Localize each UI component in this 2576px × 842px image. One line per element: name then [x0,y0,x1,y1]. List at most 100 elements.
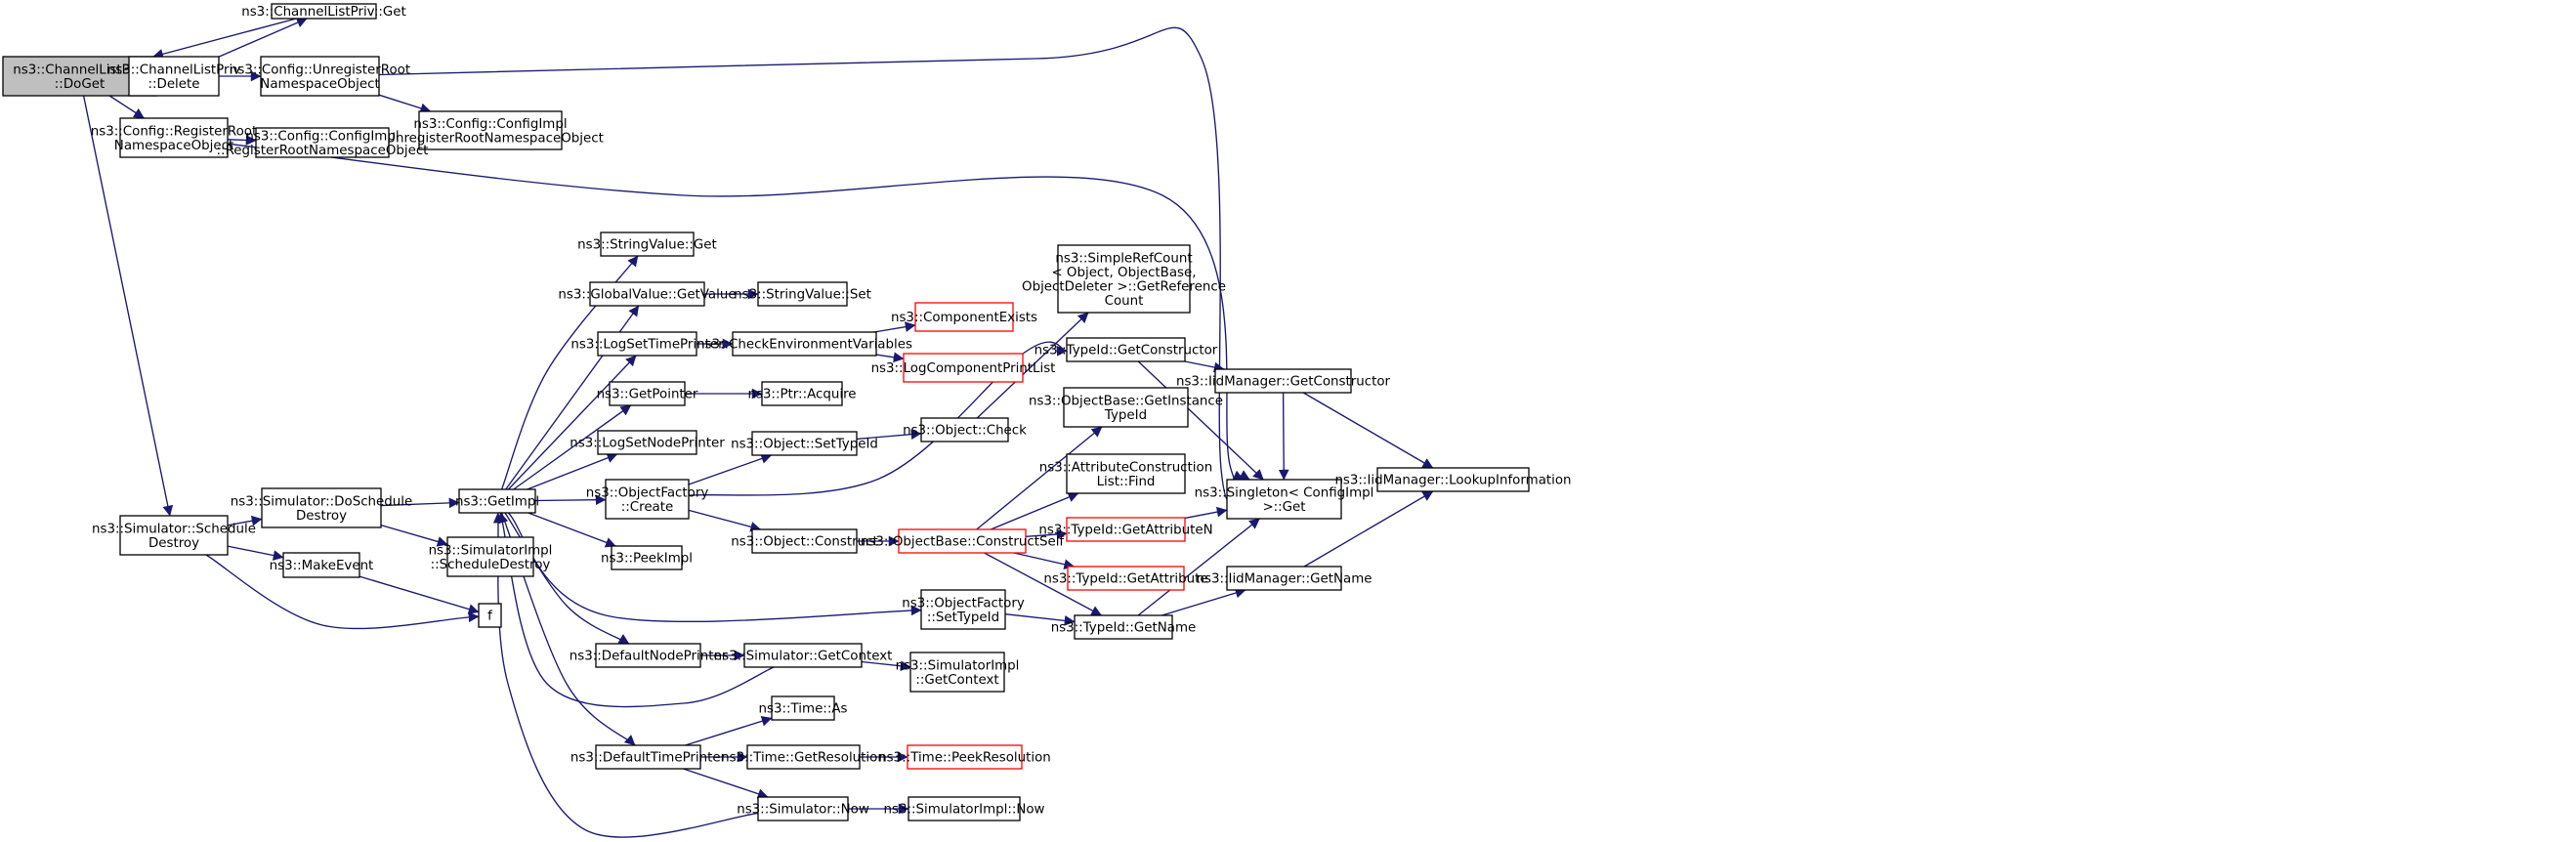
node-label-line: f [487,610,492,624]
edge-getimpl-to-of_create [534,494,607,506]
node-getimpl[interactable]: ns3::GetImpl [455,488,539,514]
edge-default_time-to-time_as [685,716,773,746]
node-label-line: ns3::GetImpl [455,495,539,510]
node-label-line: ns3::Simulator::Schedule [92,522,256,536]
node-iidm-lookup[interactable]: ns3::IidManager::LookupInformation [1334,467,1572,492]
node-box [605,479,690,520]
node-typeid-getattrn[interactable]: ns3::TypeId::GetAttributeN [1038,517,1213,542]
node-simimpl-getcontext[interactable]: ns3::SimulatorImpl::GetContext [896,652,1020,693]
node-simimpl-sched-destroy[interactable]: ns3::SimulatorImpl::ScheduleDestroy [429,536,553,577]
node-label-line: ns3::LogSetTimePrinter [570,338,724,353]
node-of-settypeid[interactable]: ns3::ObjectFactory::SetTypeId [902,589,1025,630]
node-box [271,3,377,20]
edge-typeid_getname-to-singleton_get [1137,518,1260,616]
edge-of_create-to-typeid_getctor [688,341,1068,496]
edge-sched_destroy-to-do_sched_destroy [227,515,263,526]
edge-typeid_getctor-to-singleton_get [1137,360,1264,481]
node-label-line: < Object, ObjectBase, [1051,266,1196,280]
node-typeid-getattr[interactable]: ns3::TypeId::GetAttribute [1043,566,1208,591]
node-box [1067,566,1185,591]
node-sched-destroy[interactable]: ns3::Simulator::ScheduleDestroy [92,515,256,556]
edge-check_env-to-comp_exists [873,321,916,333]
edge-clp_delete-to-clp_get [218,18,308,58]
node-obj-settypeid[interactable]: ns3::Object::SetTypeId [731,431,878,456]
node-label-line: Destroy [148,536,199,551]
node-iidm-getctor[interactable]: ns3::IidManager::GetConstructor [1176,368,1391,394]
node-label-line: ObjectDeleter >::GetReference [1022,279,1226,294]
node-cfg-reg[interactable]: ns3::Config::RegisterRootNamespaceObject [91,117,257,158]
node-ob-constructself[interactable]: ns3::ObjectBase::ConstructSelf [861,528,1065,554]
node-box [761,381,843,406]
edge-ob_constructself-to-attr_find [990,491,1079,530]
node-label-line: ns3::TypeId::GetAttributeN [1038,524,1212,538]
node-logcomp-print[interactable]: ns3::LogComponentPrintList [871,353,1056,383]
node-label-line: ns3::Object::Construct [731,535,878,550]
edge-default_time-to-sim_now [683,768,769,799]
node-label-line: ::SetTypeId [927,610,999,625]
node-logset-node[interactable]: ns3::LogSetNodePrinter [570,430,725,455]
node-label-line: ns3::ObjectFactory [586,485,709,500]
node-cfgimpl-unreg[interactable]: ns3::Config::ConfigImpl::UnregisterRootN… [377,110,604,150]
node-box [418,110,563,150]
node-clp-delete[interactable]: ns3::ChannelListPriv::Delete [107,56,240,97]
node-logset-time[interactable]: ns3::LogSetTimePrinter [570,331,724,357]
node-label-line: ns3::SimulatorImpl [429,543,553,558]
node-box [908,796,1021,821]
node-comp-exists[interactable]: ns3::ComponentExists [891,302,1037,332]
node-box [1376,467,1530,492]
node-box [595,643,701,668]
node-make-event[interactable]: ns3::MakeEvent [270,552,374,578]
node-obj-check[interactable]: ns3::Object::Check [903,417,1027,442]
edge-getimpl-to-strval_get [500,255,639,490]
node-sim-now[interactable]: ns3::Simulator::Now [737,796,869,821]
node-time-peekres[interactable]: ns3::Time::PeekResolution [878,744,1051,770]
node-gv-getvalue[interactable]: ns3::GlobalValue::GetValue [558,281,737,307]
node-default-node[interactable]: ns3::DefaultNodePrinter [570,643,728,668]
node-time-as[interactable]: ns3::Time::As [759,695,848,721]
node-box [1214,368,1352,394]
node-peekimpl[interactable]: ns3::PeekImpl [601,545,693,570]
node-box [261,487,382,528]
node-f[interactable]: f [478,603,502,628]
node-label-line: ::ScheduleDestroy [431,558,551,572]
node-of-create[interactable]: ns3::ObjectFactory::Create [586,479,709,520]
node-box [611,545,683,570]
node-check-env[interactable]: ns3::CheckEnvironmentVariables [697,331,912,357]
node-simple-refcount[interactable]: ns3::SimpleRefCount< Object, ObjectBase,… [1022,244,1226,314]
node-label-line: ns3::PeekImpl [601,552,693,567]
node-typeid-getname[interactable]: ns3::TypeId::GetName [1051,614,1197,640]
node-time-getres[interactable]: ns3::Time::GetResolution [721,744,886,770]
node-ptr-acquire[interactable]: ns3::Ptr::Acquire [747,381,857,406]
node-iidm-getname[interactable]: ns3::IidManager::GetName [1196,566,1372,591]
node-singleton-get[interactable]: ns3::Singleton< ConfigImpl >::Get [1195,479,1374,520]
node-box [903,353,1024,383]
node-label-line: ns3::LogComponentPrintList [871,361,1056,376]
node-box [478,603,502,628]
node-label-line: ns3::ObjectBase::GetInstance [1029,394,1223,408]
node-label-line: ::GetContext [915,673,998,688]
node-strval-get[interactable]: ns3::StringValue::Get [577,232,717,257]
node-box [914,302,1014,332]
node-default-time[interactable]: ns3::DefaultTimePrinter [570,744,727,770]
node-simimpl-now[interactable]: ns3::SimulatorImpl::Now [883,796,1045,821]
node-box [898,528,1027,554]
edge-iidm_getctor-to-iidm_lookup [1302,392,1434,469]
node-box [771,695,835,721]
node-sim-getcontext[interactable]: ns3::Simulator::GetContext [714,643,893,668]
edge-sim_now-to-getimpl [492,512,759,838]
node-clp-get[interactable]: ns3::ChannelListPriv::Get [241,3,406,20]
node-typeid-getctor[interactable]: ns3::TypeId::GetConstructor [1035,337,1218,362]
node-cfg-unreg[interactable]: ns3::Config::UnregisterRootNamespaceObje… [230,56,410,97]
node-label-line: ns3::IidManager::LookupInformation [1334,474,1571,488]
node-getpointer[interactable]: ns3::GetPointer [597,381,698,406]
edge-doget-to-cfg_reg [108,95,145,119]
node-cfgimpl-reg[interactable]: ns3::Config::ConfigImpl::RegisterRootNam… [217,127,429,158]
edge-getimpl-to-logset_time [507,355,637,490]
node-obj-construct[interactable]: ns3::Object::Construct [731,528,878,554]
node-box [589,281,705,307]
node-strval-set[interactable]: ns3::StringValue::Set [734,281,871,307]
edge-getimpl-to-logset_node [527,452,618,490]
